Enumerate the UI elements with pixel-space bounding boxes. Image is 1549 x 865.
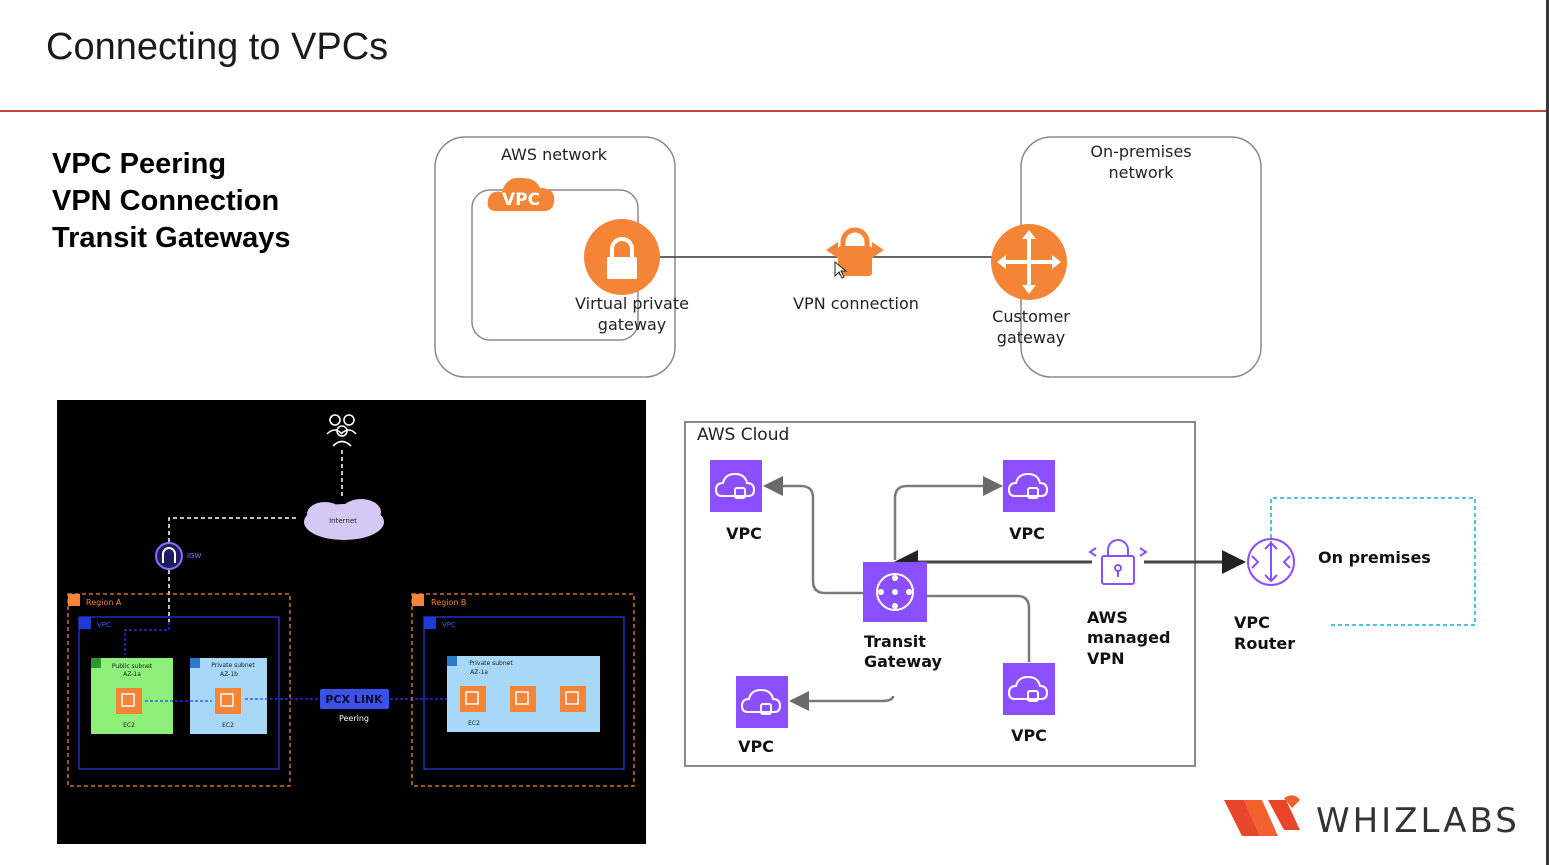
aws-cloud-label: AWS Cloud	[697, 425, 789, 445]
vpc-icon-bottom-left	[736, 676, 788, 728]
ec2-icon-1	[116, 688, 142, 714]
private-subnet-a-line1: Private subnet	[211, 662, 255, 669]
onprem-label-line2: network	[1109, 163, 1175, 182]
ec2-icon-5	[560, 686, 586, 712]
mouse-cursor-icon	[834, 260, 848, 279]
public-subnet-line2: AZ-1a	[123, 671, 141, 678]
customer-gateway-icon	[991, 224, 1067, 300]
tgw-vpc-bottom-right-link	[927, 594, 1031, 662]
title-divider	[0, 110, 1549, 112]
vpc-b-icon	[424, 617, 436, 629]
tgw-label-line1: Transit	[864, 632, 926, 651]
region-a-flag-icon	[68, 594, 80, 606]
peering-diagram-panel	[57, 400, 646, 844]
vpc-b-label: VPC	[442, 621, 456, 629]
vpc-a-label: VPC	[97, 621, 111, 629]
pcx-label: PCX LINK	[325, 693, 383, 706]
topic-vpn-connection: VPN Connection	[52, 185, 280, 217]
ec2-icon-4	[510, 686, 536, 712]
peering-label: Peering	[339, 714, 369, 723]
logo-text: WHIZLABS	[1316, 801, 1520, 841]
ec2-icon-3	[460, 686, 486, 712]
topic-list: VPC Peering VPN Connection Transit Gatew…	[52, 146, 291, 257]
aws-network-label: AWS network	[501, 145, 608, 164]
pcx-link-badge	[320, 689, 389, 709]
region-b-box	[411, 593, 635, 787]
vpn-label-line1: AWS	[1087, 608, 1128, 627]
ec2-label-1: EC2	[123, 722, 135, 729]
ec2-icon-2	[215, 688, 241, 714]
igw-icon	[155, 542, 183, 570]
peering-diagram: Internet IGW Region A VPC Public subnet …	[67, 414, 635, 787]
region-b-flag-icon	[412, 594, 424, 606]
vgw-label-line2: gateway	[598, 315, 666, 334]
vpc-top-right-label: VPC	[1009, 524, 1045, 543]
onprem-label-line1: On-premises	[1090, 142, 1191, 161]
tgw-vpc-top-right-link	[893, 476, 1003, 560]
vpc-icon-top-left	[710, 460, 762, 512]
region-b-label: Region B	[431, 598, 466, 607]
vgw-label-line1: Virtual private	[575, 294, 689, 313]
vpc-badge-text: VPC	[502, 190, 540, 210]
topic-vpc-peering: VPC Peering	[52, 148, 227, 180]
vpc-top-left-label: VPC	[726, 524, 762, 543]
tgw-label-line2: Gateway	[864, 652, 943, 671]
igw-subnet-route	[124, 622, 170, 655]
tgw-vpc-top-left-link	[763, 476, 863, 595]
cgw-label-line2: gateway	[997, 328, 1065, 347]
tgw-vpc-bottom-left-link	[789, 691, 895, 711]
router-label-line2: Router	[1234, 634, 1295, 653]
whizlabs-logo: WHIZLABS	[1224, 795, 1520, 841]
vgw-lock-icon	[584, 219, 660, 295]
onprem-label: On premises	[1318, 548, 1431, 567]
aws-cloud-box	[684, 421, 1196, 767]
private-subnet-a-icon	[190, 658, 200, 668]
vpc-icon-bottom-right	[1003, 663, 1055, 715]
vpc-b-box	[423, 616, 625, 770]
managed-vpn-icon	[1088, 539, 1148, 585]
vpc-bottom-right-label: VPC	[1011, 726, 1047, 745]
internet-cloud-icon	[304, 499, 384, 540]
vpn-label-line2: managed	[1087, 628, 1170, 647]
private-subnet-b-line1: Private subnet	[469, 660, 513, 667]
public-subnet-line1: Public subnet	[112, 663, 153, 670]
vpc-a-box	[78, 616, 280, 770]
public-subnet-icon	[91, 658, 101, 668]
slide-title: Connecting to VPCs	[46, 26, 389, 68]
ec2-label-2: EC2	[222, 722, 234, 729]
vpn-label-line3: VPN	[1087, 649, 1125, 668]
vpn-label: VPN connection	[793, 294, 919, 313]
internet-label: Internet	[329, 517, 357, 525]
router-label-line1: VPC	[1234, 613, 1270, 632]
ec2-label-3: EC2	[468, 720, 480, 727]
cgw-label-line1: Customer	[992, 307, 1070, 326]
region-a-label: Region A	[86, 598, 122, 607]
onprem-dashed-box	[1270, 497, 1476, 626]
vpc-a-icon	[79, 617, 91, 629]
vpn-lock-icon	[826, 227, 884, 276]
vpc-cloud-icon: VPC	[487, 177, 555, 211]
vpc-router-icon	[1247, 538, 1295, 586]
slide-edge	[1546, 0, 1549, 865]
vpc-icon-top-right	[1003, 460, 1055, 512]
transit-gateway-icon	[863, 562, 927, 622]
igw-internet-link	[168, 517, 299, 542]
topic-transit-gateways: Transit Gateways	[52, 222, 291, 254]
users-icon	[326, 414, 357, 447]
igw-label: IGW	[187, 552, 201, 560]
private-subnet-b-line2: AZ-1a	[470, 669, 488, 676]
vpc-bottom-left-label: VPC	[738, 737, 774, 756]
region-a-box	[67, 593, 291, 787]
private-subnet-a-line2: AZ-1b	[220, 671, 238, 678]
private-subnet-b-icon	[447, 656, 457, 666]
